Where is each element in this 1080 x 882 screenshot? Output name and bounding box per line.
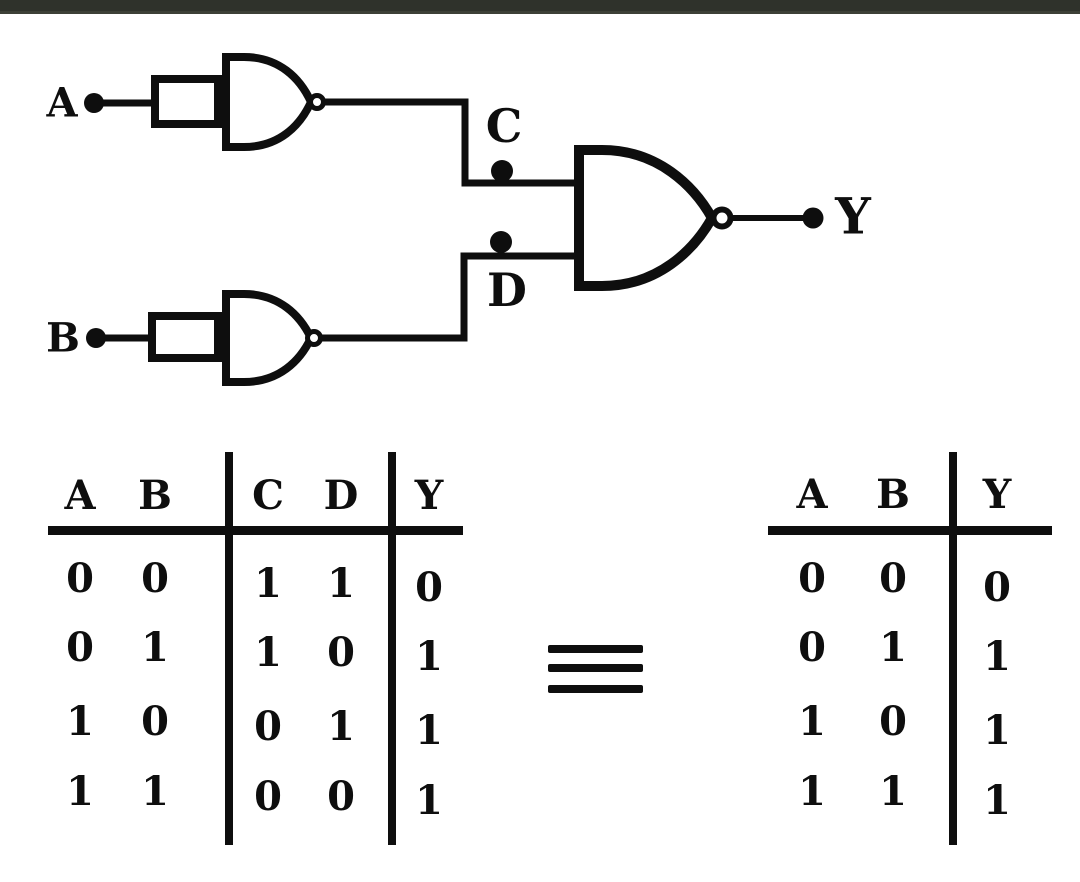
logic-circuit-diagram: A B C D Y (45, 53, 872, 386)
truth-header: A (796, 471, 828, 518)
window-top-bar (0, 0, 1080, 14)
truth-header: B (138, 472, 172, 519)
terminal-dot-b (86, 328, 106, 348)
truth-cell: 1 (327, 703, 355, 750)
tied-input-box-a (151, 75, 222, 128)
table-rule-vertical (388, 452, 396, 845)
truth-cell: 1 (141, 624, 169, 671)
truth-cell: 0 (415, 564, 443, 611)
truth-cell: 1 (415, 777, 443, 824)
truth-cell: 1 (141, 768, 169, 815)
tied-input-box-b (148, 312, 222, 362)
truth-header: Y (982, 471, 1012, 518)
output-gate (574, 145, 718, 291)
truth-cell: 1 (327, 560, 355, 607)
truth-cell: 0 (327, 629, 355, 676)
wire-node-d (320, 252, 577, 342)
truth-cell: 1 (879, 768, 907, 815)
terminal-dot-y (802, 207, 824, 229)
table-rule-horizontal (48, 526, 463, 535)
truth-cell: 0 (141, 555, 169, 602)
truth-cell: 1 (254, 629, 282, 676)
truth-cell: 1 (798, 768, 826, 815)
truth-header: A (64, 472, 96, 519)
truth-cell: 1 (983, 633, 1011, 680)
truth-cell: 0 (798, 555, 826, 602)
truth-header: C (252, 472, 284, 519)
truth-cell: 1 (66, 768, 94, 815)
table-rule-vertical (225, 452, 233, 845)
table-rule-vertical (949, 452, 957, 845)
nand-gate-a-bubble (308, 93, 326, 111)
truth-cell: 1 (254, 560, 282, 607)
truth-cell: 0 (66, 555, 94, 602)
truth-cell: 1 (879, 624, 907, 671)
truth-header: B (876, 471, 910, 518)
equivalence-bar (548, 645, 643, 653)
junction-dot-c (491, 160, 513, 182)
truth-cell: 0 (879, 698, 907, 745)
truth-header: D (323, 472, 359, 519)
truth-cell: 1 (798, 698, 826, 745)
truth-cell: 1 (983, 777, 1011, 824)
label-node-d: D (487, 263, 527, 317)
truth-cell: 0 (798, 624, 826, 671)
truth-cell: 1 (983, 707, 1011, 754)
nand-gate-b-bubble (305, 329, 323, 347)
truth-cell: 0 (254, 703, 282, 750)
nand-gate-a (222, 53, 316, 151)
label-node-c: C (486, 99, 523, 153)
label-input-a: A (45, 80, 78, 127)
equivalence-bar (548, 685, 643, 693)
junction-dot-d (490, 231, 512, 253)
label-input-b: B (46, 315, 80, 362)
nand-gate-b (222, 290, 316, 386)
truth-cell: 0 (327, 773, 355, 820)
label-output-y: Y (834, 187, 872, 246)
truth-cell: 0 (983, 564, 1011, 611)
equivalence-bar (548, 664, 643, 672)
truth-cell: 0 (66, 624, 94, 671)
truth-header: Y (414, 472, 444, 519)
wire-node-c (320, 98, 577, 187)
table-rule-horizontal (768, 526, 1052, 535)
truth-cell: 1 (66, 698, 94, 745)
truth-cell: 1 (415, 707, 443, 754)
truth-cell: 0 (141, 698, 169, 745)
terminal-dot-a (84, 93, 104, 113)
output-gate-bubble (710, 206, 734, 230)
truth-cell: 0 (879, 555, 907, 602)
truth-cell: 1 (415, 633, 443, 680)
truth-cell: 0 (254, 773, 282, 820)
